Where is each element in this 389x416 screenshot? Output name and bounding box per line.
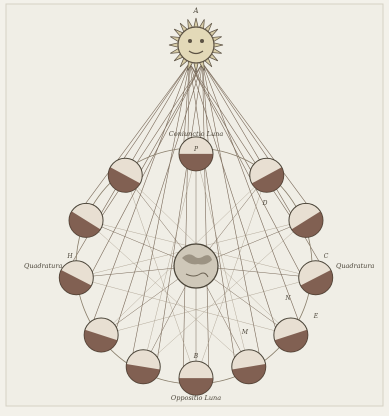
- sun-eye-left: [188, 39, 192, 43]
- moon-phase-8: [126, 350, 160, 384]
- moon-phase-6: [232, 350, 266, 384]
- point-label-m: M: [241, 329, 249, 336]
- earth: [174, 244, 218, 288]
- moon-phase-10: [59, 261, 93, 295]
- conjunction-label: Coniunctio Luna: [169, 130, 224, 138]
- point-label-d: D: [262, 200, 268, 207]
- earth-globe: [174, 244, 218, 288]
- moon-phase-1: [179, 137, 213, 171]
- point-label-b: B: [193, 353, 199, 360]
- sun-eye-right: [200, 39, 204, 43]
- moon-phase-11: [69, 203, 103, 237]
- sun-label: A: [192, 7, 198, 15]
- moon-phase-2: [250, 158, 284, 192]
- point-label-n: N: [284, 295, 291, 302]
- moon-phase-7: [179, 361, 213, 395]
- moon-phase-9: [84, 318, 118, 352]
- sun-disc: [178, 27, 214, 63]
- quadrature-left-label: Quadratura: [24, 262, 62, 270]
- moon-phase-3: [289, 203, 323, 237]
- point-label-h: H: [66, 253, 73, 260]
- moon-phase-5: [274, 318, 308, 352]
- point-label-c: C: [324, 253, 329, 260]
- quadrature-right-label: Quadratura: [336, 262, 374, 270]
- point-label-e: E: [313, 313, 319, 320]
- moon-phase-4: [299, 261, 333, 295]
- moon-phase-12: [108, 158, 142, 192]
- opposition-label: Oppositio Luna: [171, 394, 221, 402]
